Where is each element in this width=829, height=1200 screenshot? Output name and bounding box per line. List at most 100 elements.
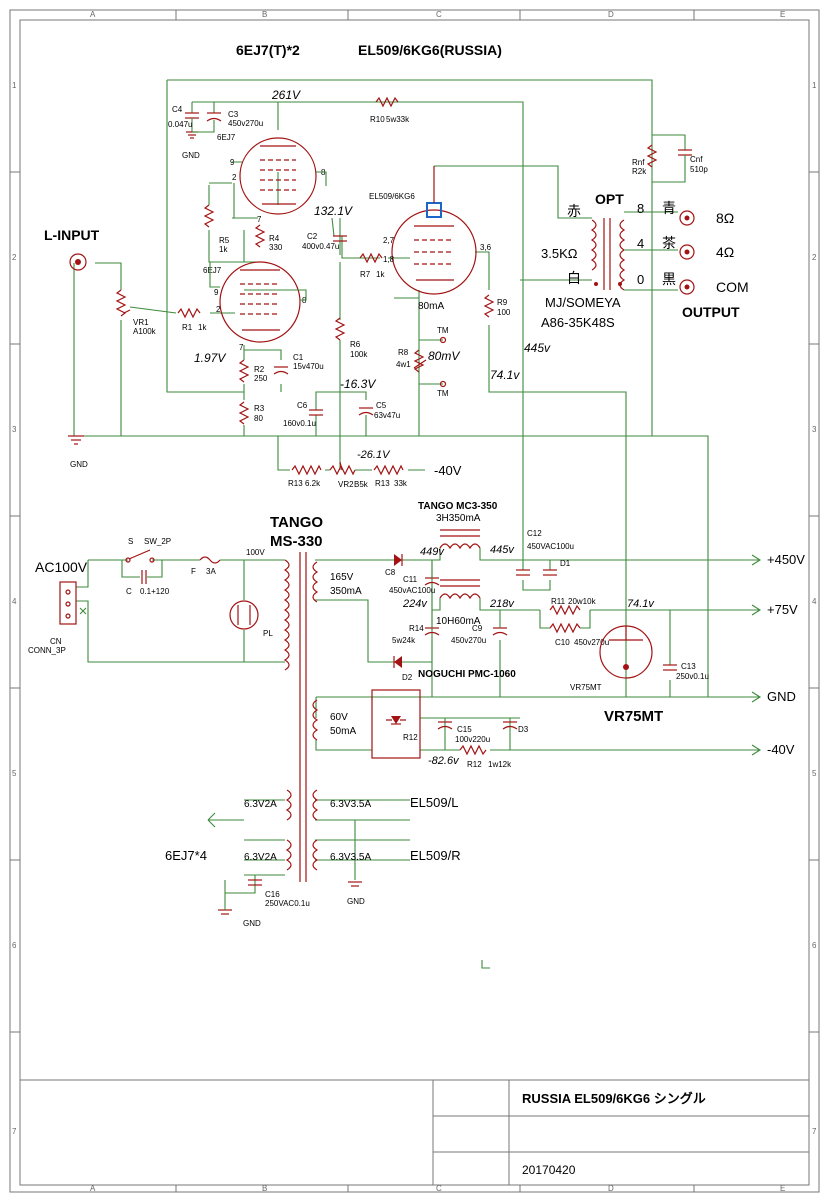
rnf-cnf-network: Rnf R2k Cnf 510p bbox=[632, 144, 708, 176]
p-pin-g1: 2,7 bbox=[383, 236, 395, 245]
p-pin-g2: 1,8 bbox=[383, 255, 395, 264]
choke2-brand: NOGUCHI PMC-1060 bbox=[418, 669, 516, 680]
title-output: EL509/6KG6(RUSSIA) bbox=[358, 42, 502, 58]
c3-capacitor: C3 450v270u bbox=[192, 102, 263, 133]
fuse-ref: F bbox=[191, 567, 196, 576]
cathode-voltage: 80mV bbox=[428, 349, 460, 363]
cathode-current: 80mA bbox=[418, 301, 444, 312]
frame-col-a-bottom: A bbox=[90, 1184, 96, 1193]
ps-224v: 224v bbox=[402, 598, 428, 610]
g2-voltage: 74.1v bbox=[490, 368, 520, 382]
svg-text:VR1: VR1 bbox=[133, 318, 149, 327]
frame-col-c-bottom: C bbox=[436, 1184, 442, 1193]
svg-text:0.047u: 0.047u bbox=[168, 120, 192, 129]
c11-capacitor: C12 450VAC100u bbox=[516, 529, 574, 576]
svg-text:D2: D2 bbox=[402, 673, 413, 682]
svg-text:330: 330 bbox=[269, 243, 283, 252]
vr-tube-big-label: VR75MT bbox=[604, 708, 663, 725]
r5-resistor: R5 1k bbox=[203, 204, 230, 254]
rail-gnd: GND bbox=[767, 689, 796, 704]
heater-tubes: 6EJ7*4 bbox=[165, 848, 207, 863]
frame-row-1-right: 1 bbox=[812, 81, 817, 90]
ps-218v: 218v bbox=[489, 598, 515, 610]
frame-row-6-right: 6 bbox=[812, 941, 817, 950]
c9-capacitor: R14 5w24k bbox=[392, 610, 440, 645]
v2-tube: 9 2 8 7 6EJ7 bbox=[203, 261, 307, 352]
svg-text:C8: C8 bbox=[385, 568, 396, 577]
ps-449v: 449v bbox=[420, 546, 445, 558]
frame-col-e-bottom: E bbox=[780, 1184, 785, 1193]
svg-text:160v0.1u: 160v0.1u bbox=[283, 419, 316, 428]
pilot-lamp: PL bbox=[229, 600, 273, 638]
c16-capacitor: C16 250VAC0.1u GND GND bbox=[218, 879, 365, 928]
opt-tap-0: 0 bbox=[637, 272, 644, 287]
choke-2: 10H60mA NOGUCHI PMC-1060 bbox=[418, 579, 516, 680]
frame-row-4: 4 bbox=[12, 597, 17, 606]
svg-text:R2k: R2k bbox=[632, 167, 647, 176]
svg-text:C13: C13 bbox=[681, 662, 696, 671]
svg-text:100v220u: 100v220u bbox=[455, 735, 490, 744]
ps-74v: 74.1v bbox=[627, 598, 655, 610]
c10-capacitor: C9 450v270u bbox=[451, 610, 508, 645]
r2-resistor: R2 250 bbox=[238, 359, 268, 383]
supply-rails: +450V +75V GND -40V bbox=[751, 552, 805, 757]
output-transformer: OPT 赤 3.5KΩ 白 8 4 0 青 茶 黒 MJ/SOMEYA A86-… bbox=[541, 191, 676, 330]
svg-text:R13: R13 bbox=[375, 479, 390, 488]
bridge-d3: R12 bbox=[371, 689, 421, 759]
opt-tap-4: 4 bbox=[637, 236, 644, 251]
frame-row-7: 7 bbox=[12, 1127, 17, 1136]
svg-text:R7: R7 bbox=[360, 270, 371, 279]
frame-row-5-right: 5 bbox=[812, 769, 817, 778]
c15-capacitor: D3 bbox=[502, 721, 529, 734]
cn-label: CONN_3P bbox=[28, 646, 66, 655]
opt-red-label: 赤 bbox=[567, 203, 581, 219]
cn-ref: CN bbox=[50, 637, 62, 646]
ps-445v: 445v bbox=[490, 544, 515, 556]
frame-row-4-right: 4 bbox=[812, 597, 817, 606]
svg-text:33k: 33k bbox=[394, 479, 408, 488]
power-tube: EL509/6KG6 2,7 1,8 3,6 80mA bbox=[369, 166, 492, 312]
out-4ohm: 4Ω bbox=[716, 244, 734, 260]
c1-capacitor: C1 15v470u bbox=[273, 353, 324, 375]
svg-text:R12: R12 bbox=[403, 733, 418, 742]
r6-resistor: R6 100k bbox=[334, 317, 368, 359]
ps-neg-voltage: -82.6v bbox=[428, 755, 460, 767]
p-pin-cath: 3,6 bbox=[480, 243, 492, 252]
svg-text:C16: C16 bbox=[265, 890, 280, 899]
svg-text:250v0.1u: 250v0.1u bbox=[676, 672, 709, 681]
c13-capacitor: C13 250v0.1u bbox=[663, 662, 709, 681]
output-terminals: 8Ω 4Ω COM OUTPUT bbox=[679, 210, 749, 320]
title-block-title: RUSSIA EL509/6KG6 シングル bbox=[522, 1091, 706, 1106]
r12-ref: R12 bbox=[467, 760, 482, 769]
svg-text:15v470u: 15v470u bbox=[293, 362, 324, 371]
svg-text:R10: R10 bbox=[370, 115, 385, 124]
pt-model: MS-330 bbox=[270, 533, 323, 550]
svg-text:R8: R8 bbox=[398, 348, 409, 357]
sw-label: SW_2P bbox=[144, 537, 171, 546]
title-block-date: 20170420 bbox=[522, 1163, 576, 1177]
svg-text:C6: C6 bbox=[297, 401, 308, 410]
power-switch: S SW_2P bbox=[125, 537, 171, 563]
input-label: L-INPUT bbox=[44, 227, 100, 243]
svg-text:80: 80 bbox=[254, 414, 263, 423]
svg-text:5w33k: 5w33k bbox=[386, 115, 410, 124]
gnd-c16: GND bbox=[243, 919, 261, 928]
choke-1: TANGO MC3-350 3H350mA bbox=[418, 501, 498, 550]
opt-impedance: 3.5KΩ bbox=[541, 246, 578, 261]
b-plus-voltage: 261V bbox=[271, 88, 301, 102]
gnd-input: GND bbox=[70, 460, 88, 469]
frame-row-3: 3 bbox=[12, 425, 17, 434]
frame-col-b: B bbox=[262, 10, 267, 19]
svg-text:C15: C15 bbox=[457, 725, 472, 734]
cap-val: 0.1+120 bbox=[140, 587, 170, 596]
heater-4: 6.3V3.5A bbox=[330, 852, 371, 863]
tm2-label: TM bbox=[437, 389, 449, 398]
opt-white-label: 白 bbox=[567, 270, 581, 286]
svg-text:Rnf: Rnf bbox=[632, 158, 645, 167]
out-com: COM bbox=[716, 279, 749, 295]
r1-resistor: R1 1k bbox=[177, 307, 207, 332]
svg-text:20w10k: 20w10k bbox=[568, 597, 597, 606]
rail-neg: -40V bbox=[767, 742, 795, 757]
heater-load-1: EL509/L bbox=[410, 795, 458, 810]
pt-sec2-current: 50mA bbox=[330, 726, 356, 737]
